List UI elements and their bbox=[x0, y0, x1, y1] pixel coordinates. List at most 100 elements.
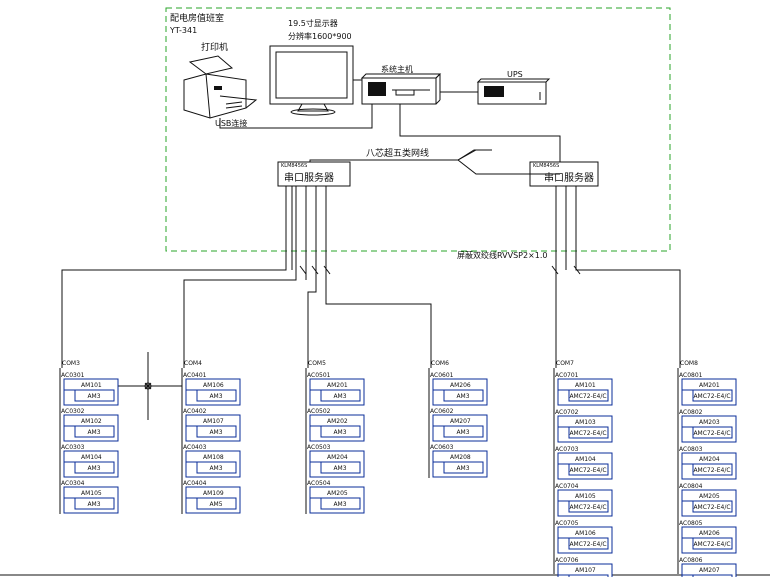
meter-type-box bbox=[320, 461, 361, 474]
meter-type-label: AMC72-E4/C bbox=[569, 467, 606, 474]
meter-outline bbox=[681, 563, 737, 577]
meter-type-box bbox=[320, 425, 361, 438]
device-address-label: AC0301 bbox=[61, 372, 85, 379]
meter-id-label: AM207 bbox=[699, 567, 720, 574]
ups-label: UPS bbox=[507, 70, 523, 79]
meter-id-label: AM103 bbox=[575, 419, 596, 426]
bus-cable-label: 屏蔽双绞线RVVSP2×1.0 bbox=[457, 250, 547, 260]
meter-type-label: AMC72-E4/C bbox=[569, 393, 606, 400]
device-address-label: AC0404 bbox=[183, 480, 207, 487]
meter-type-box bbox=[692, 389, 733, 402]
meter-type-box bbox=[74, 461, 115, 474]
meter-type-label: AMC72-E4/C bbox=[569, 430, 606, 437]
meter-type-label: AM3 bbox=[87, 429, 100, 436]
meter-id-label: AM101 bbox=[81, 382, 102, 389]
meter-type-label: AM3 bbox=[456, 465, 469, 472]
com-port-label: COM6 bbox=[431, 360, 449, 367]
meter-type-box bbox=[692, 426, 733, 439]
device-address-label: AC0303 bbox=[61, 444, 85, 451]
meter-id-label: AM208 bbox=[450, 454, 471, 461]
serial-server-2-label: 串口服务器 bbox=[544, 171, 594, 184]
device-columns: COM3AC0301AM101AM3AC0302AM102AM3AC0303AM… bbox=[59, 360, 737, 577]
serial-server-2-model: KLM8456S bbox=[533, 163, 559, 169]
meter-type-box bbox=[692, 574, 733, 577]
meter-id-label: AM106 bbox=[575, 530, 596, 537]
device-address-label: AC0302 bbox=[61, 408, 85, 415]
meter-type-box bbox=[196, 389, 237, 402]
meter-outline bbox=[557, 563, 613, 577]
meter-type-box bbox=[320, 497, 361, 510]
device-address-label: AC0705 bbox=[555, 520, 579, 527]
meter-id-label: AM203 bbox=[699, 419, 720, 426]
device-address-label: AC0403 bbox=[183, 444, 207, 451]
meter-type-label: AM3 bbox=[87, 465, 100, 472]
device-column-5: COM7AC0701AM101AMC72-E4/CAC0702AM103AMC7… bbox=[553, 360, 613, 577]
meter-id-label: AM104 bbox=[575, 456, 596, 463]
device-address-label: AC0601 bbox=[430, 372, 454, 379]
device-address-label: AC0702 bbox=[555, 409, 579, 416]
device-address-label: AC0504 bbox=[307, 480, 331, 487]
meter-type-label: AM3 bbox=[333, 429, 346, 436]
printer-icon bbox=[183, 55, 258, 119]
meter-id-label: AM207 bbox=[450, 418, 471, 425]
meter-type-box bbox=[443, 389, 484, 402]
meter-type-label: AM3 bbox=[333, 501, 346, 508]
meter-type-box bbox=[568, 426, 609, 439]
device-address-label: AC0703 bbox=[555, 446, 579, 453]
device-address-label: AC0704 bbox=[555, 483, 579, 490]
meter-type-label: AM3 bbox=[209, 465, 222, 472]
meter-id-label: AM205 bbox=[699, 493, 720, 500]
device-column-2: COM4AC0401AM106AM3AC0402AM107AM3AC0403AM… bbox=[181, 360, 241, 514]
device-address-label: AC0602 bbox=[430, 408, 454, 415]
device-address-label: AC0806 bbox=[679, 557, 703, 564]
room-boundary bbox=[165, 7, 671, 252]
meter-type-box bbox=[196, 461, 237, 474]
serial-server-1-label: 串口服务器 bbox=[284, 171, 334, 184]
monitor-icon bbox=[269, 45, 354, 116]
device-address-label: AC0706 bbox=[555, 557, 579, 564]
device-address-label: AC0804 bbox=[679, 483, 703, 490]
meter-type-box bbox=[320, 389, 361, 402]
usb-label: USB连接 bbox=[215, 118, 247, 128]
com-port-label: COM7 bbox=[556, 360, 574, 367]
meter-id-label: AM204 bbox=[699, 456, 720, 463]
device-address-label: AC0402 bbox=[183, 408, 207, 415]
meter-type-box bbox=[692, 463, 733, 476]
meter-type-label: AMC72-E4/C bbox=[693, 541, 730, 548]
meter-id-label: AM105 bbox=[575, 493, 596, 500]
meter-type-box bbox=[74, 425, 115, 438]
meter-id-label: AM109 bbox=[203, 490, 224, 497]
device-address-label: AC0701 bbox=[555, 372, 579, 379]
meter-id-label: AM107 bbox=[203, 418, 224, 425]
com-port-label: COM3 bbox=[62, 360, 80, 367]
device-column-1: COM3AC0301AM101AM3AC0302AM102AM3AC0303AM… bbox=[59, 360, 119, 514]
device-address-label: AC0805 bbox=[679, 520, 703, 527]
meter-type-label: AMC72-E4/C bbox=[693, 467, 730, 474]
meter-type-box bbox=[196, 497, 237, 510]
device-address-label: AC0503 bbox=[307, 444, 331, 451]
meter-device: AC0806AM207AMC72-E4/C bbox=[679, 557, 737, 577]
device-address-label: AC0803 bbox=[679, 446, 703, 453]
meter-id-label: AM107 bbox=[575, 567, 596, 574]
device-column-3: COM5AC0501AM201AM3AC0502AM202AM3AC0503AM… bbox=[305, 360, 365, 514]
monitor-label-resolution: 分辨率1600*900 bbox=[288, 31, 352, 41]
network-cable-label: 八芯超五类网线 bbox=[366, 147, 429, 159]
serial-server-1: KLM8456S 串口服务器 bbox=[277, 161, 351, 187]
meter-type-label: AMC72-E4/C bbox=[693, 430, 730, 437]
device-address-label: AC0603 bbox=[430, 444, 454, 451]
meter-id-label: AM105 bbox=[81, 490, 102, 497]
meter-type-box bbox=[692, 500, 733, 513]
meter-type-box bbox=[74, 497, 115, 510]
meter-type-label: AMC72-E4/C bbox=[693, 393, 730, 400]
bus-wiring bbox=[0, 186, 770, 576]
device-address-label: AC0501 bbox=[307, 372, 331, 379]
host-label: 系统主机 bbox=[381, 64, 413, 74]
